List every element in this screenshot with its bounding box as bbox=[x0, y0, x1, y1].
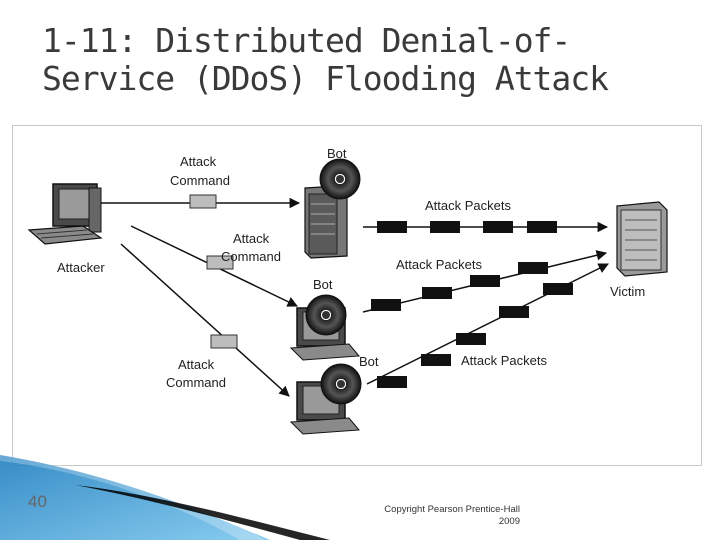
bot-label-3: Bot bbox=[359, 354, 379, 369]
command-message-3 bbox=[210, 334, 238, 349]
attack-command-label-2-line1: Attack bbox=[233, 231, 270, 246]
ddos-diagram-canvas: Attacker Victim Bot Bot Bot Attack Comma… bbox=[27, 146, 668, 435]
page-number: 40 bbox=[28, 492, 47, 511]
attack-command-label-2-line2: Command bbox=[221, 249, 281, 264]
packet bbox=[483, 221, 513, 233]
slide-title-line-1: 1-11: Distributed Denial-of- bbox=[42, 21, 571, 60]
packet bbox=[421, 354, 451, 366]
attack-command-label-3-line2: Command bbox=[166, 375, 226, 390]
command-message-1 bbox=[189, 194, 217, 209]
packet bbox=[371, 299, 401, 311]
ddos-diagram: Attacker Victim Bot Bot Bot Attack Comma… bbox=[12, 125, 702, 466]
packet bbox=[377, 221, 407, 233]
copyright-notice: Copyright Pearson Prentice-Hall 2009 bbox=[360, 504, 520, 528]
attack-command-label-1-line1: Attack bbox=[180, 154, 217, 169]
packet bbox=[499, 306, 529, 318]
bot-label-2: Bot bbox=[313, 277, 333, 292]
packet bbox=[430, 221, 460, 233]
command-arrow-3 bbox=[120, 243, 290, 397]
slide-title-line-2: Service (DDoS) Flooding Attack bbox=[42, 59, 609, 98]
attack-packets-label-1: Attack Packets bbox=[425, 198, 511, 213]
packet bbox=[422, 287, 452, 299]
slide-title: 1-11: Distributed Denial-of- Service (DD… bbox=[42, 22, 682, 98]
attack-command-label-1-line2: Command bbox=[170, 173, 230, 188]
packet bbox=[527, 221, 557, 233]
bot-label-1: Bot bbox=[327, 146, 347, 161]
attack-command-label-3-line1: Attack bbox=[178, 357, 215, 372]
packet bbox=[377, 376, 407, 388]
packet bbox=[518, 262, 548, 274]
copyright-line-1: Copyright Pearson Prentice-Hall bbox=[384, 504, 520, 515]
attack-packets-label-2: Attack Packets bbox=[396, 257, 482, 272]
victim-label: Victim bbox=[610, 284, 645, 299]
packet bbox=[456, 333, 486, 345]
victim-server-icon bbox=[616, 201, 668, 277]
copyright-line-2: 2009 bbox=[498, 516, 520, 527]
packet bbox=[543, 283, 573, 295]
bot-desktop-icon bbox=[289, 294, 361, 361]
attacker-computer-icon bbox=[27, 183, 103, 245]
attack-packets-label-3: Attack Packets bbox=[461, 353, 547, 368]
command-message-2 bbox=[206, 255, 234, 270]
bot-server-icon bbox=[304, 158, 361, 259]
packet bbox=[470, 275, 500, 287]
bot-desktop-icon bbox=[289, 363, 362, 435]
slide-wave-decoration bbox=[0, 455, 330, 540]
attacker-label: Attacker bbox=[57, 260, 105, 275]
